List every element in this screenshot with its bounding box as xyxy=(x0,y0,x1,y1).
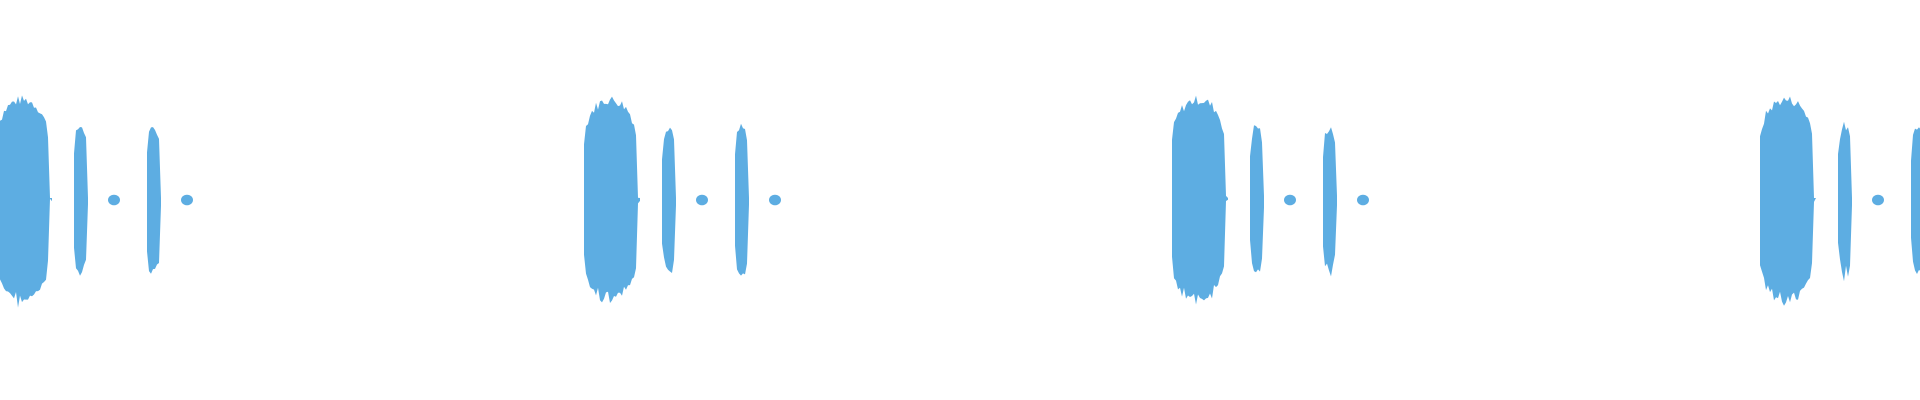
waveform-click xyxy=(1872,194,1884,206)
waveform-burst-large xyxy=(0,95,52,308)
waveform-click xyxy=(108,194,120,206)
waveform-cycle-3 xyxy=(1172,95,1369,305)
waveform-cycle-4 xyxy=(1760,96,1920,306)
waveform-click xyxy=(1357,194,1369,206)
waveform-cycle-1 xyxy=(0,95,193,308)
waveform-burst-medium xyxy=(74,127,88,276)
waveform-click xyxy=(181,194,193,206)
waveform-click xyxy=(1284,194,1296,206)
waveform-click xyxy=(696,194,708,206)
waveform-burst-large xyxy=(584,96,640,303)
waveform-burst-large xyxy=(1172,95,1228,305)
waveform-track xyxy=(0,95,1920,308)
waveform-burst-medium xyxy=(1838,121,1852,282)
waveform-burst-large xyxy=(1760,96,1816,306)
waveform-burst-medium xyxy=(1250,125,1264,273)
waveform-cycle-2 xyxy=(584,96,781,303)
waveform-burst-medium xyxy=(662,127,676,273)
waveform-burst-medium xyxy=(147,127,161,274)
waveform-burst-medium xyxy=(1323,127,1337,277)
waveform-click xyxy=(769,194,781,206)
waveform-burst-medium xyxy=(1911,127,1920,274)
waveform-burst-medium xyxy=(735,123,749,276)
